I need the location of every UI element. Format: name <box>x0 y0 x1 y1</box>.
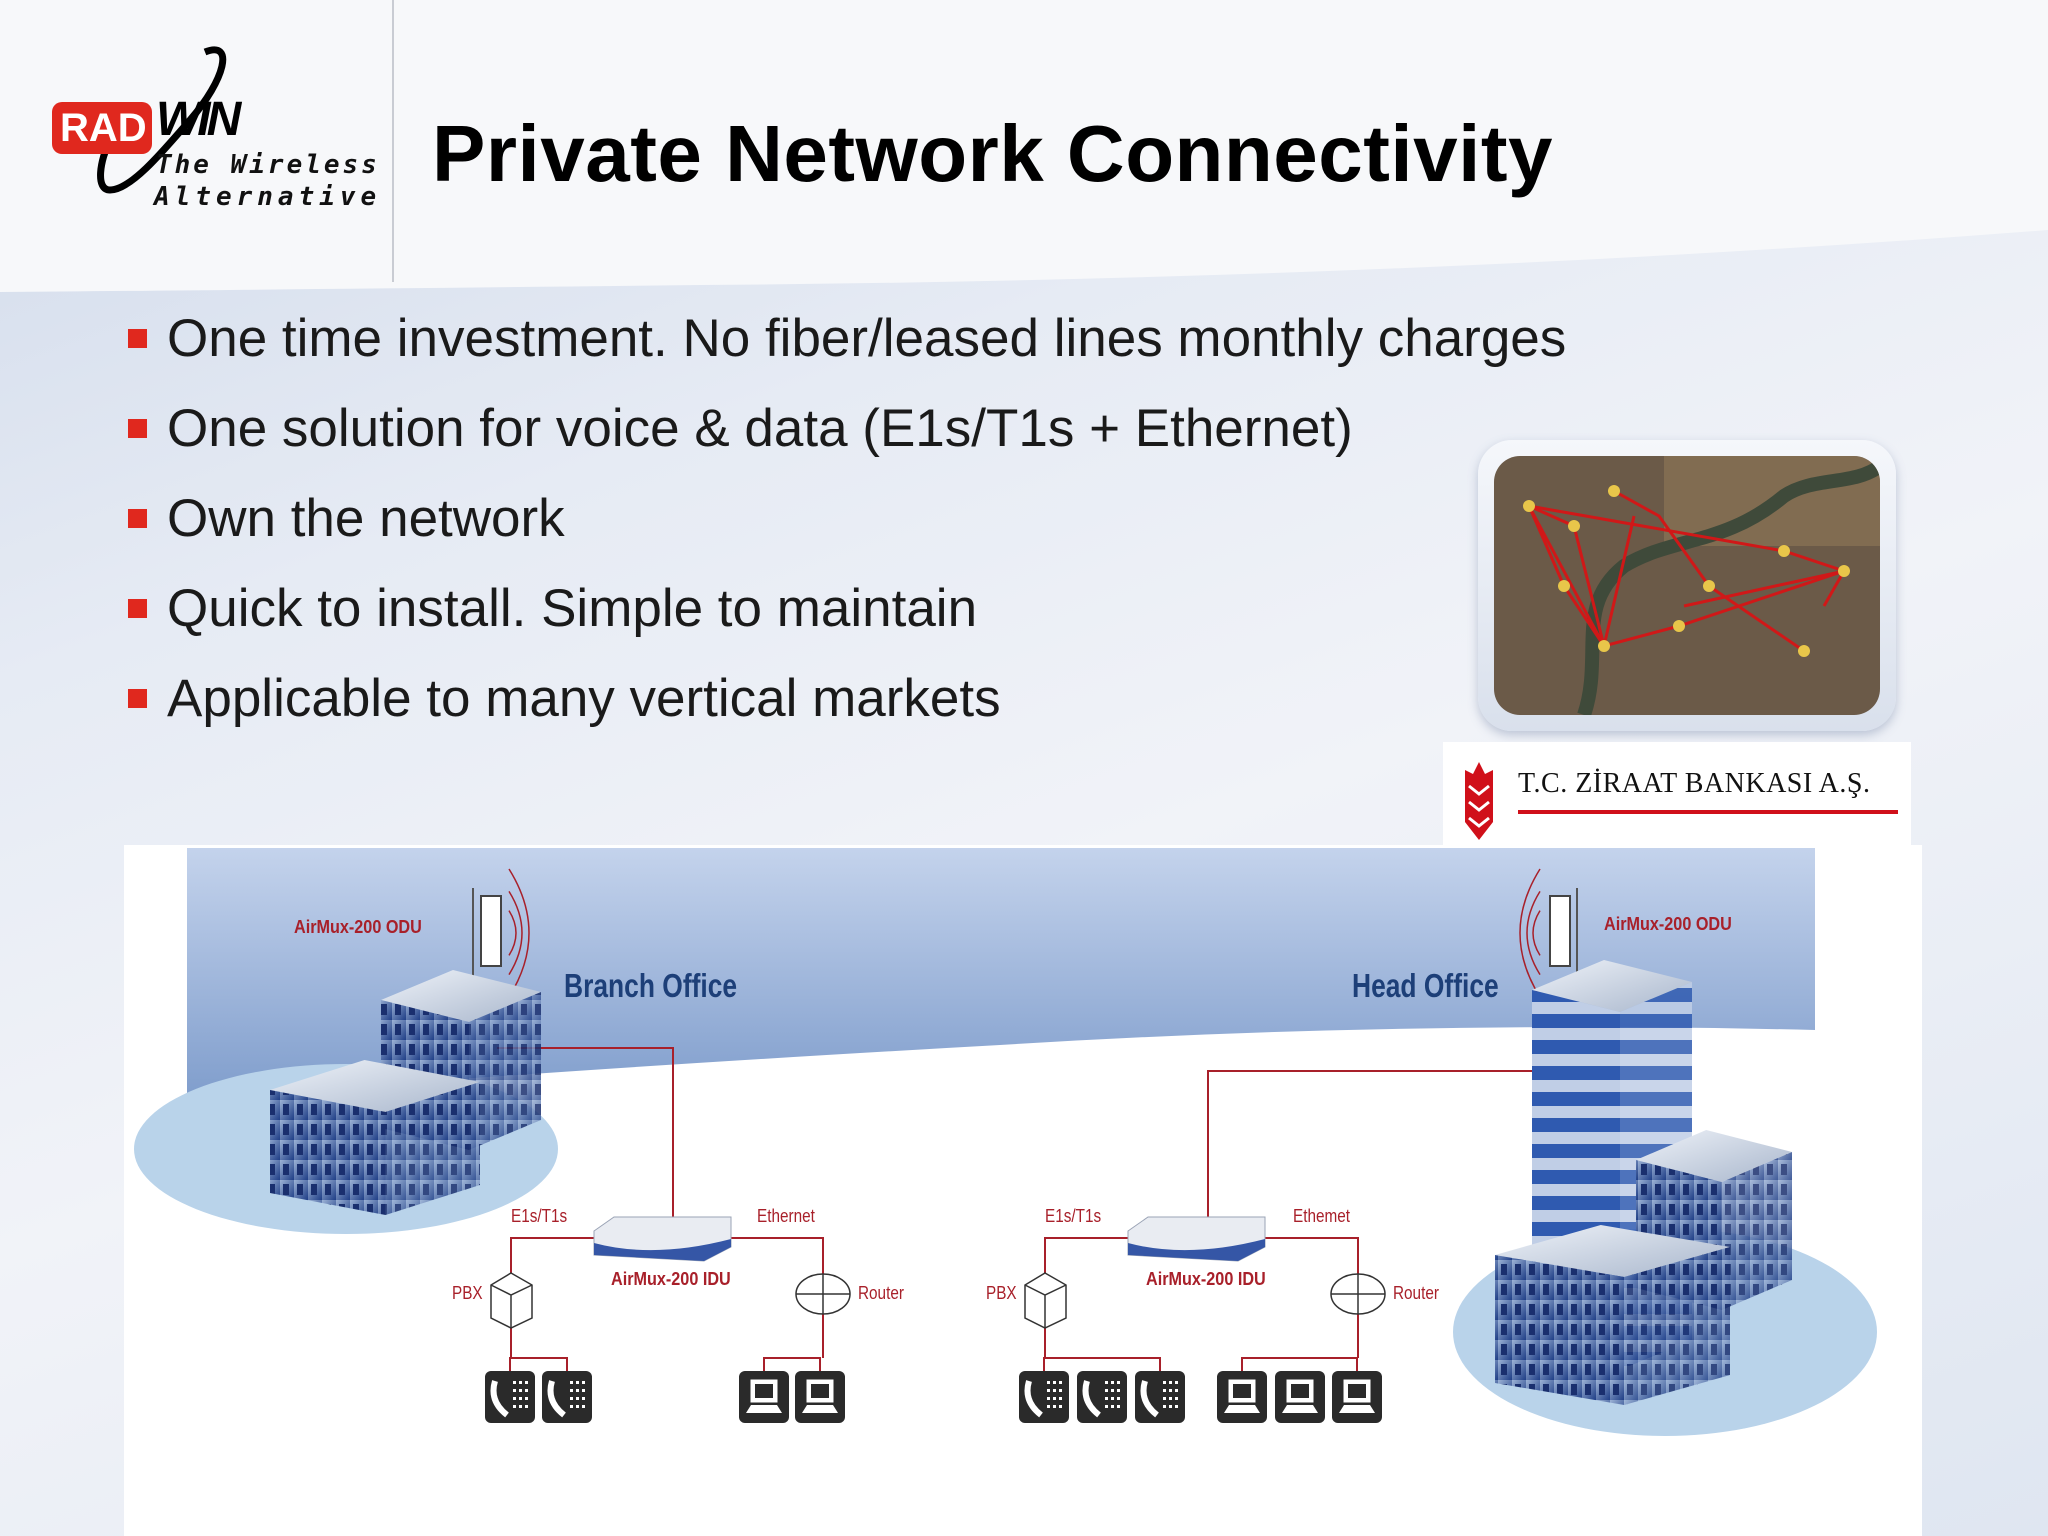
bullet-text: One solution for voice & data (E1s/T1s +… <box>167 399 1353 458</box>
bullet-item: Applicable to many vertical markets <box>128 668 1001 729</box>
logo-win: WIN <box>156 93 241 146</box>
signal-wave-icon <box>1519 868 1541 998</box>
satellite-map <box>1494 456 1880 715</box>
bullet-square-icon <box>128 689 147 708</box>
head-e1-label: E1s/T1s <box>1045 1206 1102 1226</box>
link-line <box>1241 1314 1359 1371</box>
signal-wave-icon <box>508 891 523 975</box>
head-odu-label: AirMux-200 ODU <box>1604 914 1732 934</box>
bullet-text: Applicable to many vertical markets <box>167 669 1001 728</box>
link-line <box>497 1047 674 1220</box>
telephone-icon <box>1135 1371 1185 1423</box>
wheat-emblem-icon <box>1465 762 1493 840</box>
header-divider <box>392 0 394 282</box>
logo-rad: RAD <box>60 106 147 150</box>
branch-e1-label: E1s/T1s <box>511 1206 568 1226</box>
header-band <box>0 0 2048 292</box>
telephone-icon <box>1019 1371 1069 1423</box>
computer-icon <box>795 1371 845 1423</box>
airmux-idu-device <box>593 1216 732 1262</box>
link-line <box>509 1328 568 1371</box>
signal-wave-icon <box>508 910 517 956</box>
sky-band <box>187 848 1815 1100</box>
bullet-square-icon <box>128 509 147 528</box>
computer-icon <box>1332 1371 1382 1423</box>
ziraat-bank-logo: T.C. ZİRAAT BANKASI A.Ş. <box>1443 742 1911 846</box>
computer-icon <box>739 1371 789 1423</box>
branch-pbx-label: PBX <box>452 1283 483 1303</box>
link-line <box>1207 1070 1535 1220</box>
bullet-item: Quick to install. Simple to maintain <box>128 578 977 639</box>
head-idu-label: AirMux-200 IDU <box>1146 1269 1266 1289</box>
bullet-item: One time investment. No fiber/leased lin… <box>128 308 1566 369</box>
building-side <box>469 992 541 1150</box>
building-roof <box>1532 960 1692 1012</box>
page-title: Private Network Connectivity <box>432 109 1553 198</box>
router-icon <box>795 1273 851 1315</box>
telephone-icon <box>485 1371 535 1423</box>
branch-router-label: Router <box>858 1283 904 1303</box>
bullet-item: Own the network <box>128 488 565 549</box>
link-line <box>510 1237 594 1273</box>
pbx-icon <box>1024 1272 1067 1329</box>
logo-tagline-2: Alternative <box>154 182 382 212</box>
building-side <box>385 1082 480 1215</box>
computer-icon <box>1217 1371 1267 1423</box>
head-pbx-label: PBX <box>986 1283 1017 1303</box>
bullet-text: One time investment. No fiber/leased lin… <box>167 309 1567 368</box>
signal-wave-icon <box>1532 910 1541 956</box>
bullet-item: One solution for voice & data (E1s/T1s +… <box>128 398 1353 459</box>
building-face <box>270 1090 386 1215</box>
building-roof <box>270 1060 480 1112</box>
logo-swoosh-icon <box>52 46 227 194</box>
branch-office-label: Branch Office <box>564 967 738 1004</box>
head-front-building <box>1495 1225 1730 1405</box>
head-ethernet-label: Ethemet <box>1293 1206 1350 1226</box>
bank-underline <box>1518 810 1898 814</box>
link-line <box>731 1237 824 1274</box>
bank-name: T.C. ZİRAAT BANKASI A.Ş. <box>1518 768 1871 799</box>
airmux-idu-device <box>1127 1216 1266 1262</box>
link-line <box>1043 1328 1161 1371</box>
branch-ethernet-label: Ethernet <box>757 1206 815 1226</box>
building-roof <box>381 970 541 1022</box>
antenna-panel-icon <box>480 895 502 967</box>
telephone-icon <box>1077 1371 1127 1423</box>
radwin-logo: RAD WIN The Wireless Alternative <box>50 40 377 220</box>
signal-wave-icon <box>1526 891 1541 975</box>
branch-front-building <box>270 1060 480 1215</box>
antenna-panel-icon <box>1549 895 1571 967</box>
bullet-square-icon <box>128 419 147 438</box>
router-icon <box>1330 1273 1386 1315</box>
bullet-text: Own the network <box>167 489 565 548</box>
link-line <box>1265 1237 1359 1274</box>
logo-tagline-1: The Wireless <box>156 150 380 180</box>
signal-wave-icon <box>508 868 530 998</box>
branch-odu-label: AirMux-200 ODU <box>294 917 422 937</box>
building-roof <box>1495 1225 1730 1277</box>
link-line <box>1044 1237 1128 1273</box>
pbx-icon <box>490 1272 533 1329</box>
bullet-square-icon <box>128 599 147 618</box>
network-map-image <box>1478 440 1896 731</box>
building-side <box>1721 1152 1792 1310</box>
computer-icon <box>1275 1371 1325 1423</box>
bullet-text: Quick to install. Simple to maintain <box>167 579 978 638</box>
building-face <box>1495 1255 1625 1405</box>
telephone-icon <box>542 1371 592 1423</box>
head-office-label: Head Office <box>1352 967 1499 1004</box>
bullet-square-icon <box>128 329 147 348</box>
link-line <box>763 1314 824 1371</box>
head-router-label: Router <box>1393 1283 1439 1303</box>
building-roof <box>1636 1130 1792 1182</box>
building-side <box>1624 1247 1730 1405</box>
branch-idu-label: AirMux-200 IDU <box>611 1269 731 1289</box>
